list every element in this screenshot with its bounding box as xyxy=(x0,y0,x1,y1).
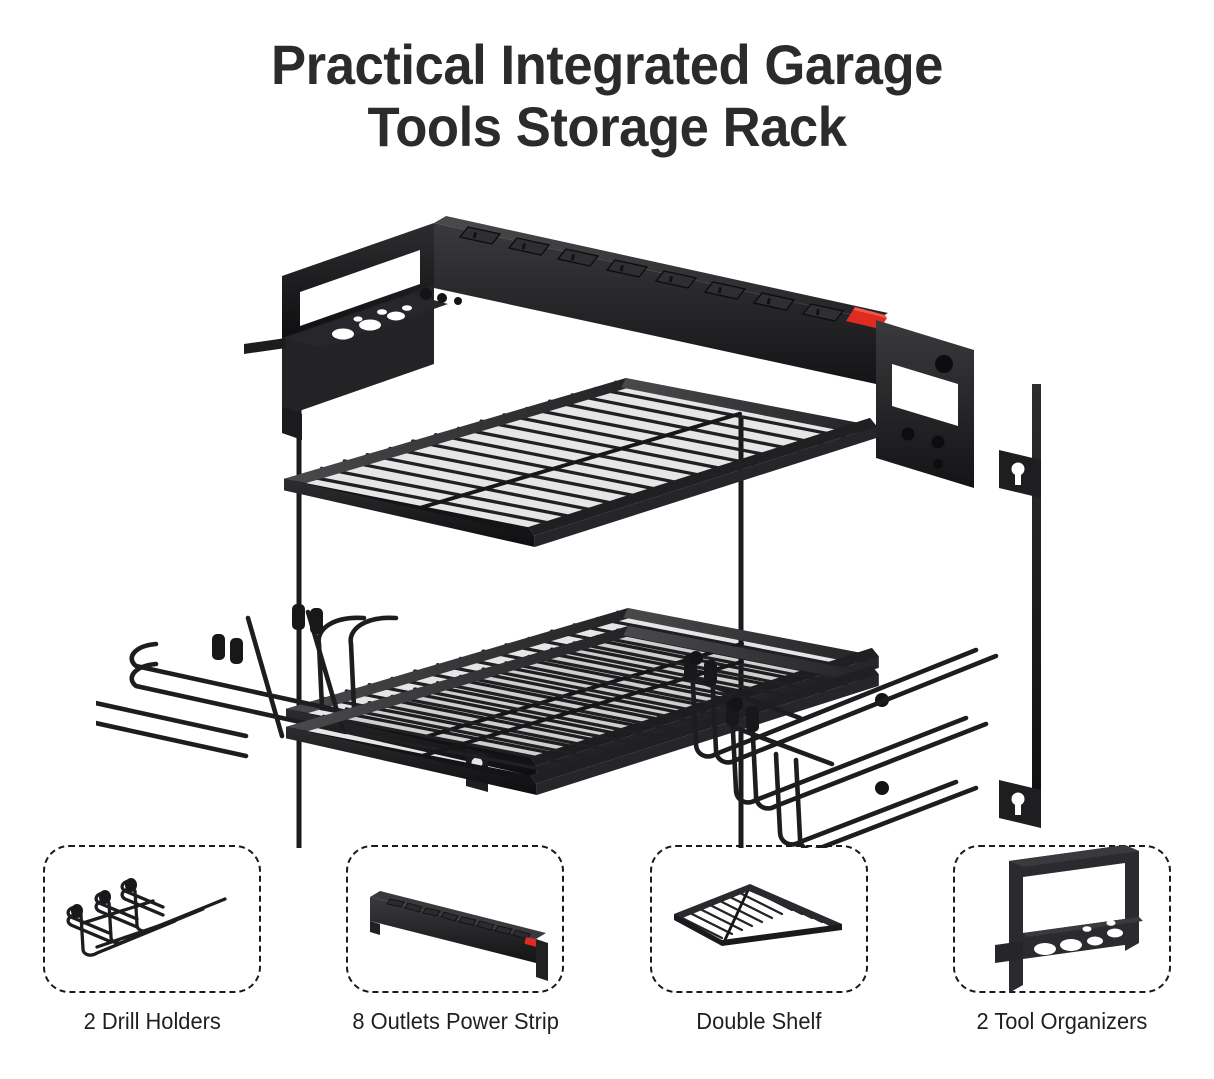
feature-caption: Double Shelf xyxy=(696,1008,822,1034)
feature-frame xyxy=(952,845,1171,993)
power-strip-icon xyxy=(369,891,548,981)
feature-card-drill-holders: 2 Drill Holders xyxy=(36,845,268,1079)
mounting-hardware xyxy=(420,288,462,305)
feature-caption: 2 Tool Organizers xyxy=(976,1008,1148,1034)
drill-holder-wires-left xyxy=(96,609,399,759)
keyhole-slot xyxy=(999,780,1041,828)
feature-card-double-shelf: Double Shelf xyxy=(643,845,875,1079)
feature-caption: 2 Drill Holders xyxy=(83,1008,221,1034)
feature-frame xyxy=(43,845,261,993)
page-title-line-1: Practical Integrated Garage xyxy=(271,33,943,96)
feature-frame xyxy=(649,845,868,993)
outlet-sockets xyxy=(458,226,845,322)
wire-shelf-icon xyxy=(673,884,842,946)
page-title-line-2: Tools Storage Rack xyxy=(367,95,847,158)
drill-holder-wire-icon xyxy=(66,878,227,957)
power-strip-rail xyxy=(434,216,888,384)
right-end-panel xyxy=(876,320,974,488)
page-title: Practical Integrated Garage Tools Storag… xyxy=(0,34,1214,158)
tool-organizer-panel-icon xyxy=(994,845,1143,993)
feature-caption: 8 Outlets Power Strip xyxy=(352,1008,559,1034)
drill-holder-wires-right xyxy=(689,647,999,848)
feature-list: 2 Drill Holders xyxy=(0,845,1214,1079)
feature-frame xyxy=(346,845,565,993)
top-tier xyxy=(244,216,974,547)
wall-mount-rail xyxy=(999,384,1041,828)
product-hero-image xyxy=(96,188,1116,848)
keyhole-slot xyxy=(999,450,1041,498)
wire-clips xyxy=(212,604,323,664)
feature-card-tool-organizers: 2 Tool Organizers xyxy=(946,845,1178,1079)
tool-organizer-panel xyxy=(244,294,448,354)
bottom-tier xyxy=(96,604,999,848)
feature-card-power-strip: 8 Outlets Power Strip xyxy=(339,845,571,1079)
